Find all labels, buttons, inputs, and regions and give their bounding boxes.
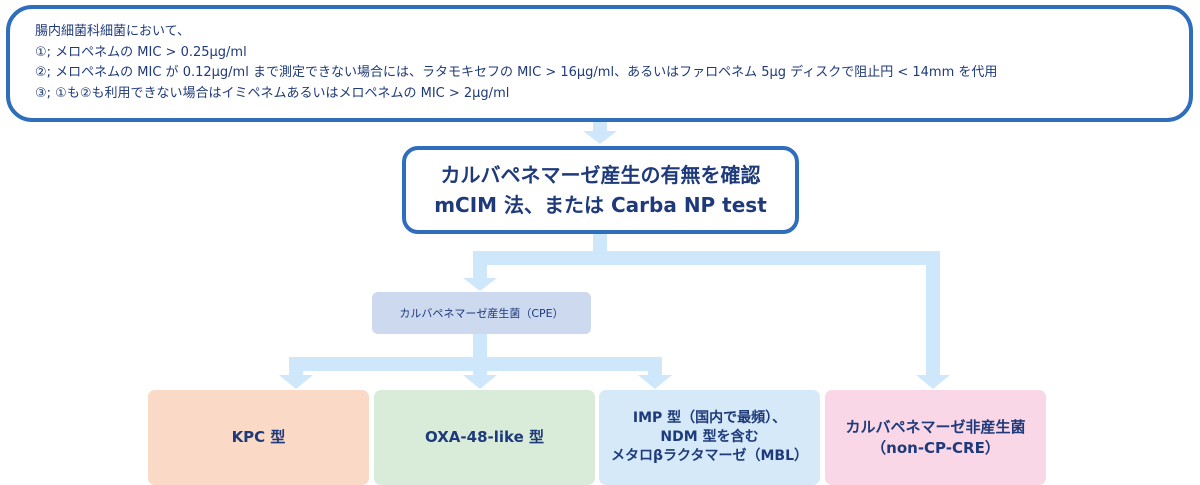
arrow-to-oxa — [463, 357, 497, 389]
confirm-box: カルバペネマーゼ産生の有無を確認 mCIM 法、または Carba NP tes… — [402, 146, 799, 234]
criteria-line-1: ①; メロペネムの MIC > 0.25μg/ml — [35, 44, 247, 60]
arrow-to-confirm — [583, 122, 617, 144]
imp-line-3: メタロβラクタマーゼ（MBL） — [611, 448, 808, 464]
cpe-box: カルバペネマーゼ産生菌（CPE） — [372, 292, 591, 334]
kpc-type-box: KPC 型 — [148, 390, 369, 485]
imp-ndm-mbl-box: IMP 型（国内で最頻）、 NDM 型を含む メタロβラクタマーゼ（MBL） — [599, 390, 820, 485]
kpc-label: KPC 型 — [231, 428, 286, 446]
non-cp-line-2: （non-CP-CRE） — [871, 438, 1000, 457]
criteria-line-3: ③; ①も②も利用できない場合はイミペネムあるいはメロペネムの MIC > 2μ… — [35, 85, 510, 101]
criteria-line-2: ②; メロペネムの MIC が 0.12μg/ml まで測定できない場合には、ラ… — [35, 65, 998, 80]
confirm-line-1: カルバペネマーゼ産生の有無を確認 — [440, 163, 761, 187]
non-cp-cre-box: カルバペネマーゼ非産生菌 （non-CP-CRE） — [825, 390, 1046, 485]
confirm-line-2: mCIM 法、または Carba NP test — [434, 193, 767, 217]
imp-line-2: NDM 型を含む — [660, 429, 759, 445]
criteria-box: 腸内細菌科細菌において、 ①; メロペネムの MIC > 0.25μg/ml ②… — [6, 5, 1193, 122]
arrow-to-cpe — [463, 251, 497, 291]
branch-horizontal — [473, 251, 940, 265]
arrow-to-imp — [638, 357, 672, 389]
arrow-to-kpc — [279, 357, 313, 389]
oxa-type-box: OXA-48-like 型 — [374, 390, 595, 485]
arrow-to-non-cp — [916, 251, 950, 389]
imp-line-1: IMP 型（国内で最頻）、 — [632, 410, 787, 426]
cpe-stem — [473, 334, 487, 364]
cpe-label: カルバペネマーゼ産生菌（CPE） — [399, 307, 564, 320]
criteria-intro: 腸内細菌科細菌において、 — [35, 24, 190, 39]
oxa-label: OXA-48-like 型 — [425, 428, 544, 446]
non-cp-line-1: カルバペネマーゼ非産生菌 — [845, 417, 1026, 436]
